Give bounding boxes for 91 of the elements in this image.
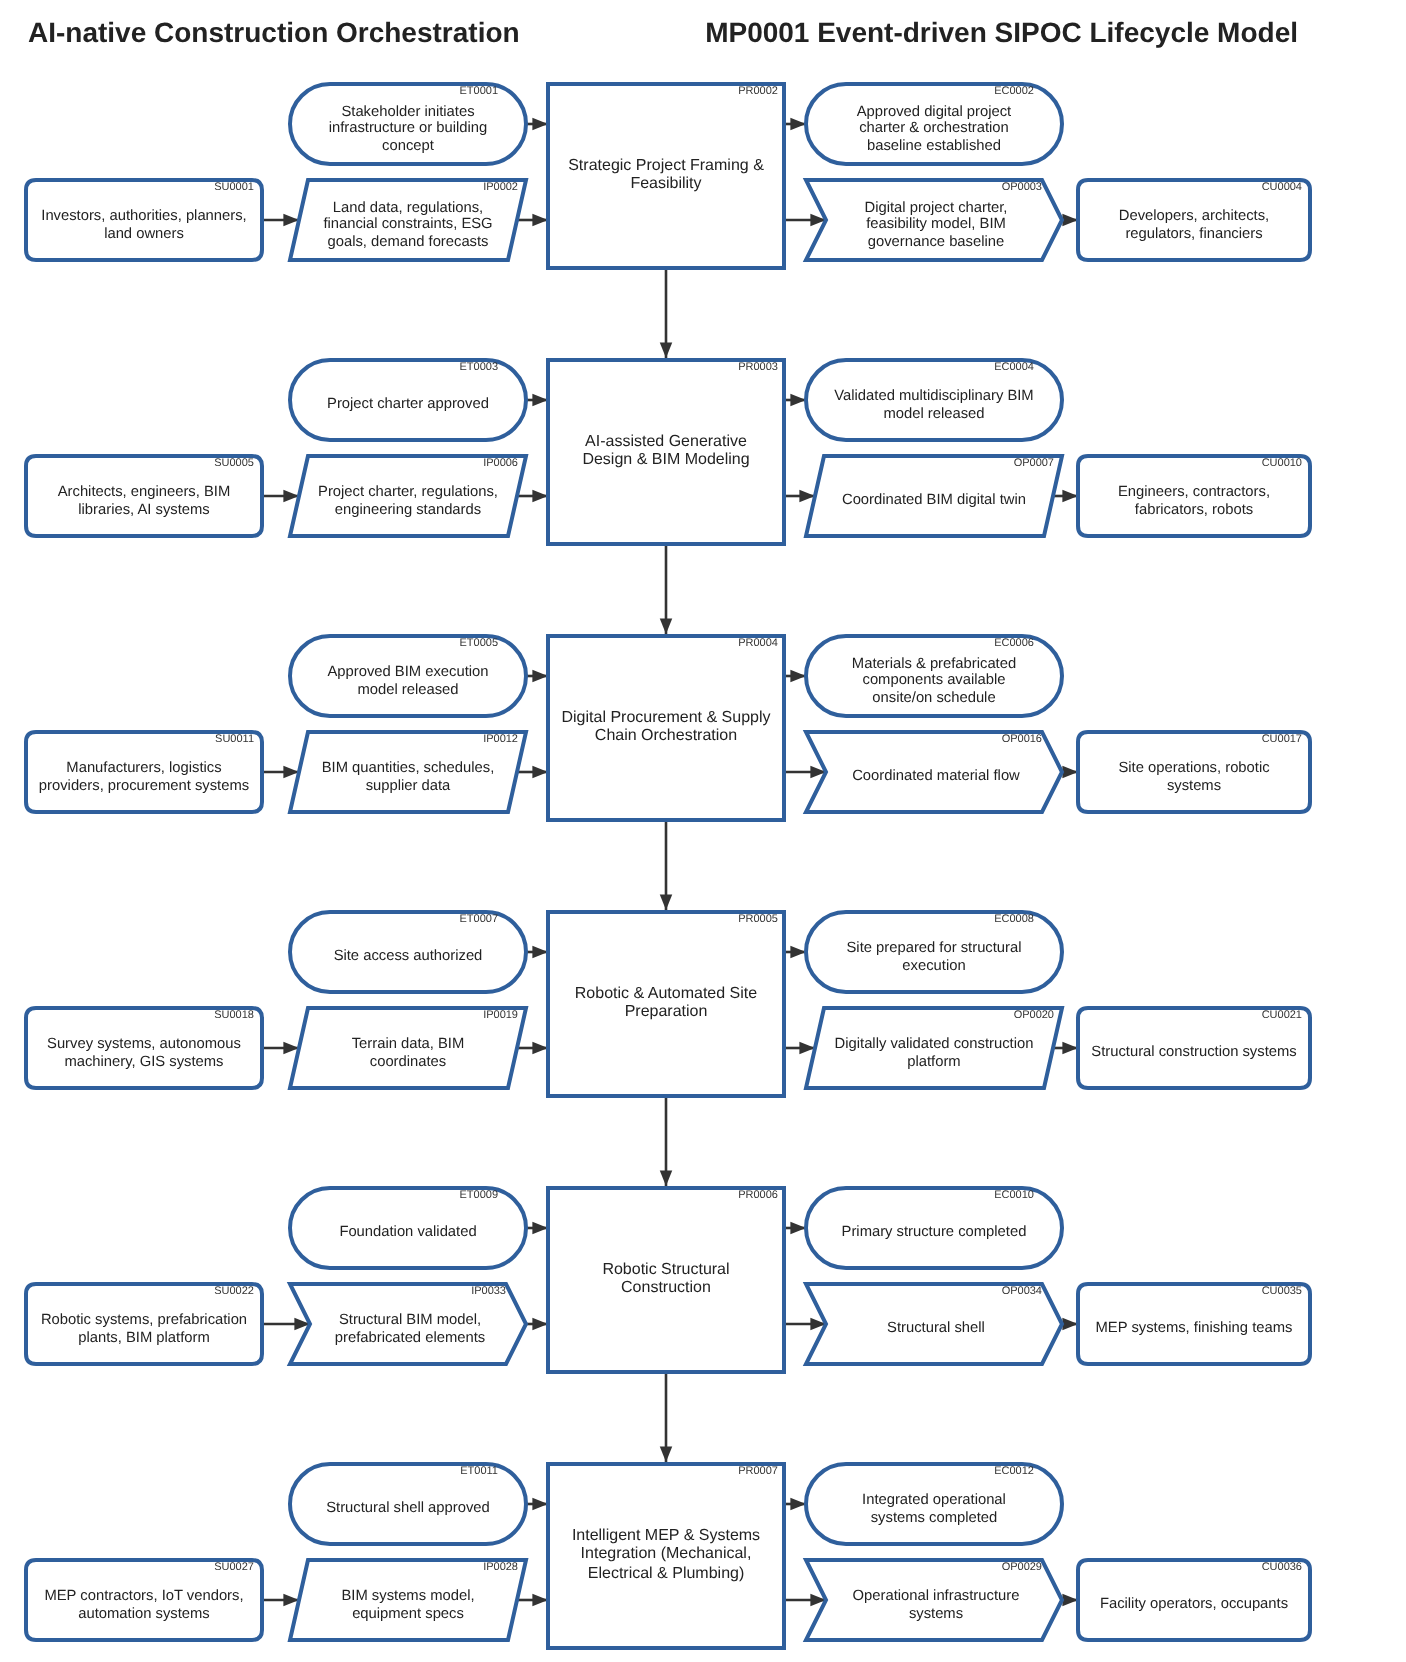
arrow — [784, 489, 815, 503]
arrow — [526, 1317, 548, 1331]
arrow — [526, 393, 548, 407]
arrow — [784, 117, 806, 131]
party-box — [1078, 1284, 1310, 1364]
event-terminator — [806, 84, 1062, 164]
arrow — [784, 213, 826, 227]
arrow — [784, 1317, 826, 1331]
event-terminator — [290, 1464, 526, 1544]
arrow — [659, 1374, 673, 1462]
party-box — [26, 180, 262, 260]
input-box — [290, 1008, 526, 1088]
party-box — [1078, 732, 1310, 812]
arrow — [659, 1098, 673, 1186]
party-box — [1078, 180, 1310, 260]
input-box — [290, 1560, 526, 1640]
input-box — [290, 456, 526, 536]
arrow — [659, 546, 673, 634]
arrow — [1053, 489, 1078, 503]
arrow — [784, 765, 826, 779]
event-terminator — [806, 1464, 1062, 1544]
party-box — [26, 1560, 262, 1640]
input-box — [290, 180, 526, 260]
process-box — [548, 912, 784, 1096]
node-label: Robotic & Automated Site Preparation — [572, 983, 760, 1021]
output-box — [806, 1284, 1062, 1364]
arrow — [526, 117, 548, 131]
party-box — [26, 732, 262, 812]
event-terminator — [290, 1188, 526, 1268]
arrow — [262, 765, 299, 779]
event-terminator — [806, 636, 1062, 716]
arrow — [784, 393, 806, 407]
arrow — [784, 1497, 806, 1511]
process-box — [548, 360, 784, 544]
arrow — [1062, 213, 1078, 227]
arrow — [659, 270, 673, 358]
diagram-heading: AI-native Construction Orchestration — [28, 16, 520, 48]
event-terminator — [290, 636, 526, 716]
process-box — [548, 84, 784, 268]
process-box — [548, 1188, 784, 1372]
arrow — [1062, 765, 1078, 779]
arrow — [784, 1221, 806, 1235]
arrow — [262, 213, 299, 227]
arrow — [784, 1593, 826, 1607]
output-box — [806, 1560, 1062, 1640]
arrow — [784, 669, 806, 683]
output-box — [806, 1008, 1062, 1088]
arrow — [262, 489, 299, 503]
party-box — [1078, 1008, 1310, 1088]
node-label: AI-assisted Generative Design & BIM Modeling — [580, 431, 752, 469]
event-terminator — [806, 912, 1062, 992]
node-label: Robotic Structural Construction — [600, 1259, 732, 1297]
input-box — [290, 1284, 526, 1364]
arrow — [526, 669, 548, 683]
party-box — [1078, 1560, 1310, 1640]
arrow — [526, 1221, 548, 1235]
node-label: Strategic Project Framing & Feasibility — [566, 155, 766, 193]
arrow — [517, 765, 548, 779]
arrow — [262, 1041, 299, 1055]
arrow — [262, 1593, 299, 1607]
party-box — [26, 1008, 262, 1088]
arrow — [784, 945, 806, 959]
party-box — [26, 1284, 262, 1364]
arrow — [1062, 1593, 1078, 1607]
diagram-title: MP0001 Event-driven SIPOC Lifecycle Model — [705, 16, 1298, 48]
node-label: Intelligent MEP & Systems Integration (Mechanical, Electrical & Plumbing) — [569, 1526, 763, 1582]
output-box — [806, 180, 1062, 260]
event-terminator — [290, 912, 526, 992]
arrow — [526, 945, 548, 959]
party-box — [1078, 456, 1310, 536]
arrow — [526, 1497, 548, 1511]
event-terminator — [290, 360, 526, 440]
arrow — [517, 213, 548, 227]
arrow — [517, 489, 548, 503]
arrow — [1062, 1317, 1078, 1331]
party-box — [26, 456, 262, 536]
arrow — [784, 1041, 815, 1055]
output-box — [806, 732, 1062, 812]
arrow — [517, 1041, 548, 1055]
process-box — [548, 636, 784, 820]
output-box — [806, 456, 1062, 536]
event-terminator — [806, 1188, 1062, 1268]
arrow — [1053, 1041, 1078, 1055]
arrow — [659, 822, 673, 910]
input-box — [290, 732, 526, 812]
arrow — [517, 1593, 548, 1607]
event-terminator — [806, 360, 1062, 440]
event-terminator — [290, 84, 526, 164]
arrow — [262, 1317, 310, 1331]
node-label: Digital Procurement & Supply Chain Orchestration — [560, 707, 772, 745]
process-box — [548, 1464, 784, 1648]
